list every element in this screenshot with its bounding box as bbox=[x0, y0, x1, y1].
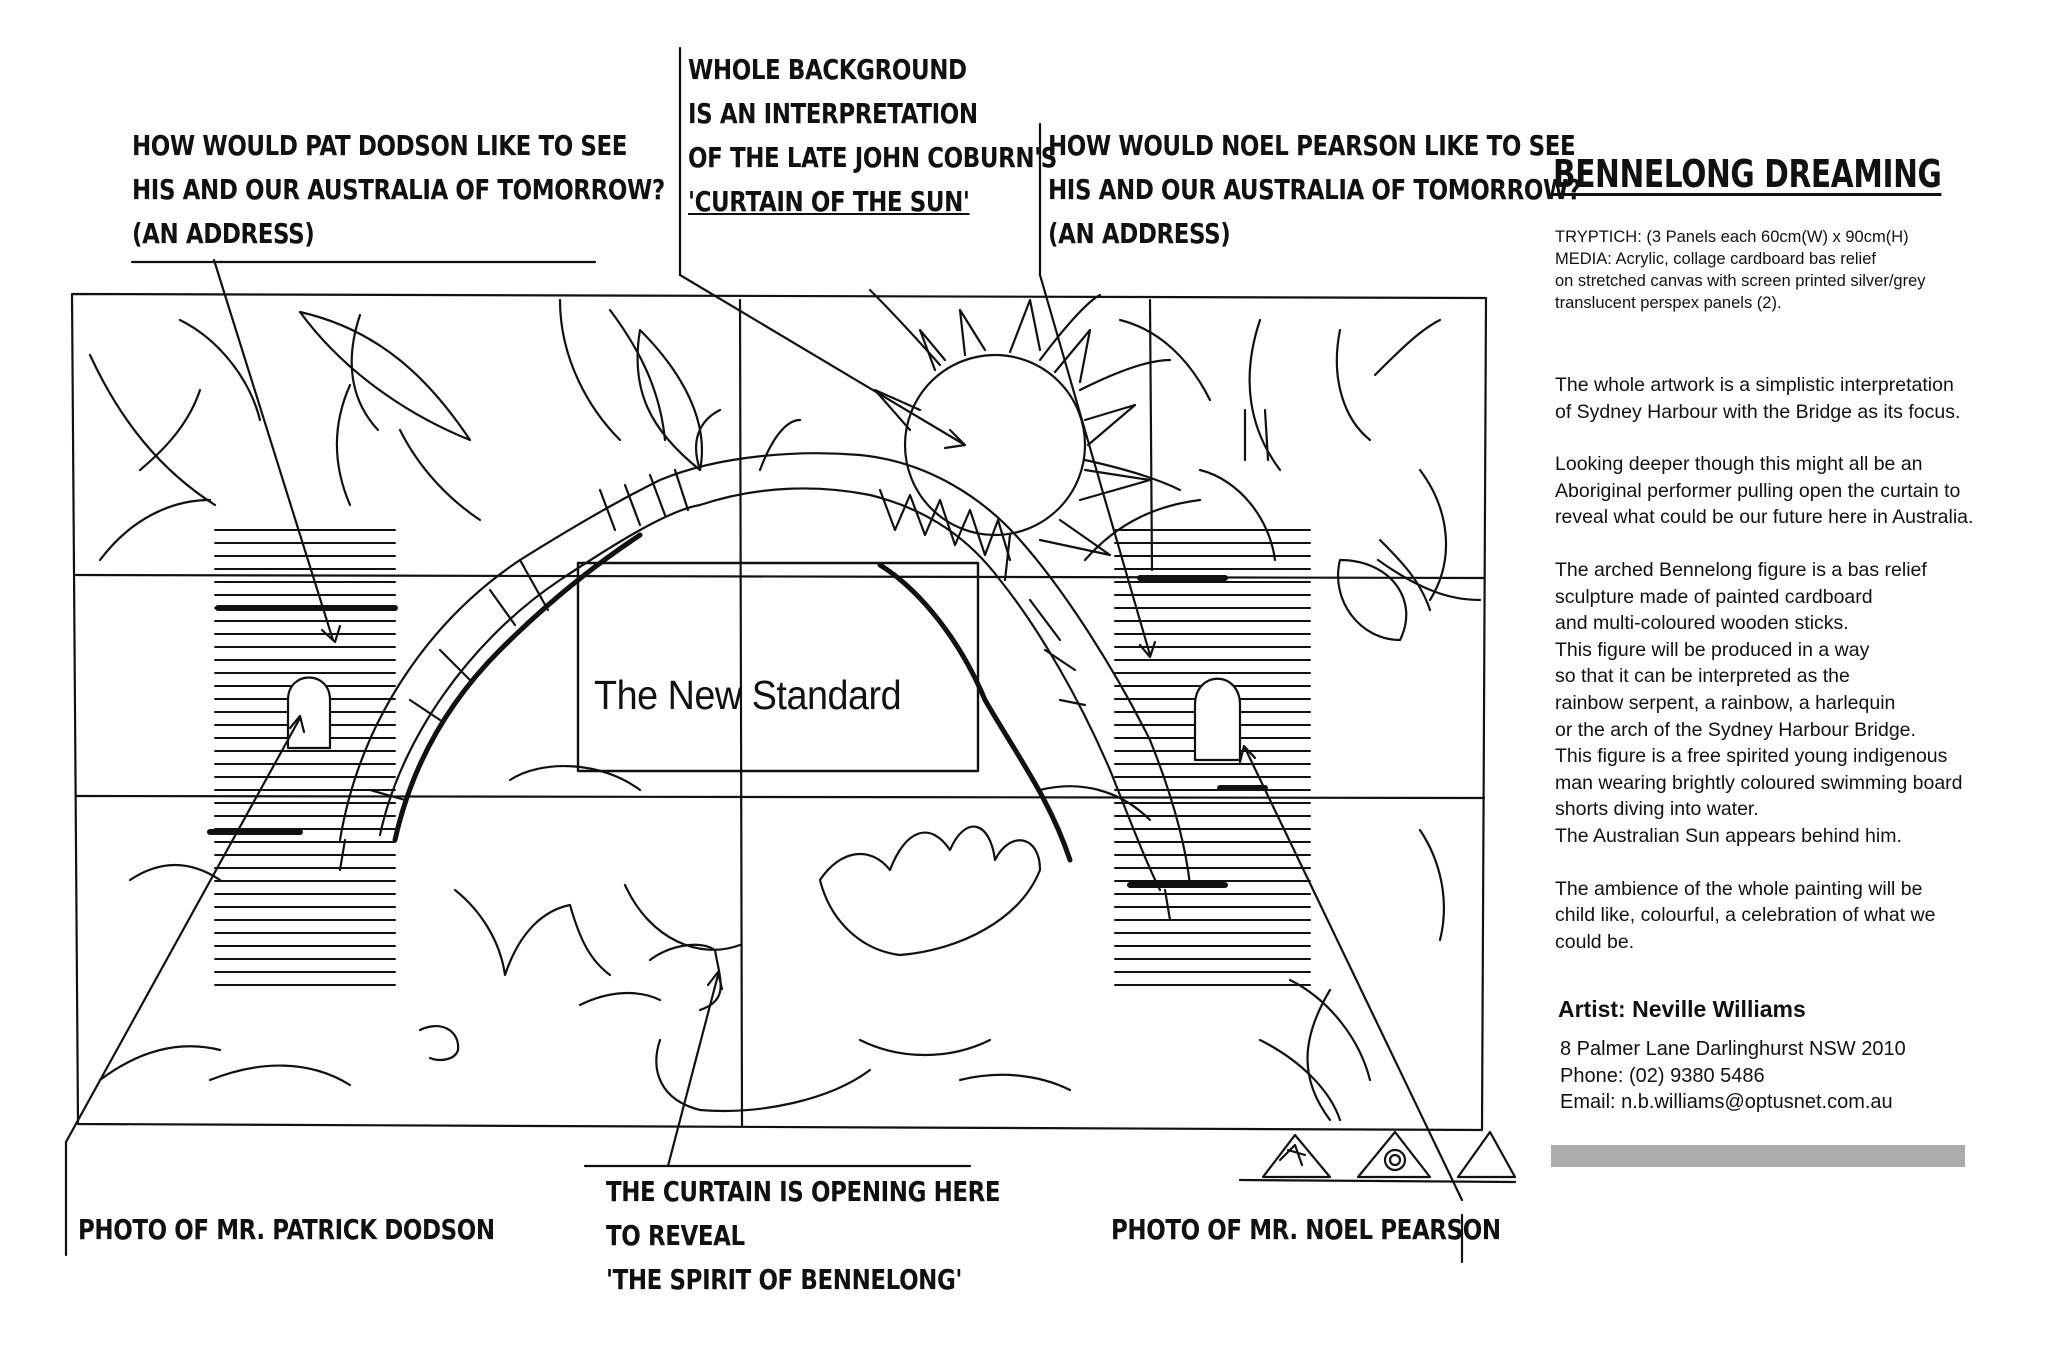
sun bbox=[903, 353, 1087, 537]
panel-divider-mid bbox=[74, 794, 1486, 800]
artist-name: Artist: Neville Williams bbox=[1558, 996, 1806, 1022]
paragraph-ambience: The ambience of the whole painting will … bbox=[1555, 877, 1936, 953]
center-caption: The New Standard bbox=[594, 672, 902, 718]
paragraph-deeper: Looking deeper though this might all be … bbox=[1555, 453, 1974, 529]
annotation-curtain-opening: THE CURTAIN IS OPENING HERE TO REVEAL 'T… bbox=[606, 1175, 1001, 1296]
annotation-photo-dodson: PHOTO OF MR. PATRICK DODSON bbox=[78, 1213, 495, 1246]
leaf-shape bbox=[298, 310, 472, 442]
annotation-photo-pearson: PHOTO OF MR. NOEL PEARSON bbox=[1111, 1213, 1501, 1246]
paragraph-overview: The whole artwork is a simplistic interp… bbox=[1555, 374, 1961, 423]
leader-pearson-photo bbox=[1238, 744, 1464, 1202]
address: 8 Palmer Lane Darlinghurst NSW 2010 bbox=[1560, 1038, 1906, 1060]
right-photo-window bbox=[1193, 677, 1242, 762]
paragraph-figure: The arched Bennelong figure is a bas rel… bbox=[1555, 558, 1963, 847]
spec-block: TRYPTICH: (3 Panels each 60cm(W) x 90cm(… bbox=[1555, 228, 1926, 312]
panel-divider-vert bbox=[738, 298, 744, 1128]
annotation-pat-dodson-question: HOW WOULD PAT DODSON LIKE TO SEE HIS AND… bbox=[132, 129, 665, 250]
description-text: The whole artwork is a simplistic interp… bbox=[1555, 372, 1973, 981]
grey-divider-bar bbox=[1551, 1145, 1965, 1167]
left-photo-panel bbox=[214, 529, 396, 986]
center-caption-box bbox=[576, 561, 980, 773]
leader-dodson-photo bbox=[64, 714, 306, 1144]
leader-curtain bbox=[666, 970, 724, 1168]
panel-divider-top bbox=[74, 573, 1486, 580]
leader-sun bbox=[678, 273, 967, 450]
leader-dodson-question bbox=[212, 258, 342, 644]
bennelong-figure bbox=[338, 452, 1192, 887]
phone: Phone: (02) 9380 5486 bbox=[1560, 1064, 1765, 1087]
leader-pearson-question bbox=[1038, 273, 1157, 659]
artwork-title: BENNELONG DREAMING bbox=[1553, 152, 1942, 196]
email: Email: n.b.williams@optusnet.com.au bbox=[1560, 1091, 1893, 1113]
left-photo-window bbox=[286, 676, 332, 750]
annotation-noel-pearson-question: HOW WOULD NOEL PEARSON LIKE TO SEE HIS A… bbox=[1048, 129, 1581, 250]
annotation-whole-background: WHOLE BACKGROUND IS AN INTERPRETATION OF… bbox=[688, 53, 1057, 218]
triangle-motifs bbox=[1261, 1130, 1517, 1179]
artist-contact: 8 Palmer Lane Darlinghurst NSW 2010 Phon… bbox=[1560, 1036, 1906, 1116]
canvas-frame bbox=[70, 292, 1488, 1132]
